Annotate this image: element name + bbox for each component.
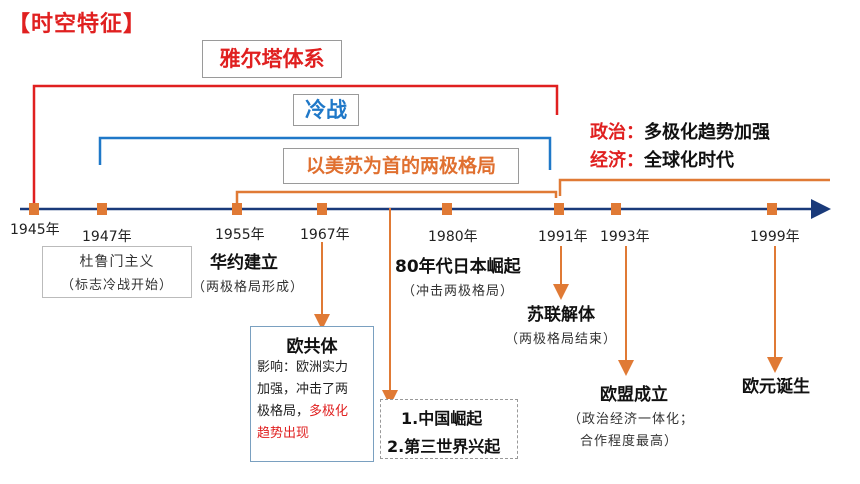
yalta-label: 雅尔塔体系 — [202, 40, 342, 78]
truman-sub: （标志冷战开始） — [60, 278, 173, 293]
year-1999: 1999年 — [750, 229, 800, 245]
ec-line4: 趋势出现 — [257, 426, 310, 441]
ec-line1: 影响：欧洲实力 — [257, 360, 349, 375]
truman-title: 杜鲁门主义 — [79, 254, 155, 270]
eu-title: 欧盟成立 — [600, 385, 668, 405]
year-1947: 1947年 — [82, 229, 132, 245]
year-1955: 1955年 — [215, 227, 265, 243]
japan-title: 80年代日本崛起 — [395, 257, 521, 277]
coldwar-bracket — [98, 136, 552, 170]
bipolar-bracket — [235, 190, 558, 206]
ussr-sub: （两极格局结束） — [505, 332, 618, 347]
marker-1993 — [611, 203, 621, 215]
eu-sub1: （政治经济一体化； — [568, 412, 695, 427]
eu-sub2: 合作程度最高） — [580, 434, 679, 449]
marker-1967 — [317, 203, 327, 215]
economy-note: 经济：全球化时代 — [590, 146, 734, 172]
coldwar-label: 冷战 — [293, 94, 359, 126]
year-1980: 1980年 — [428, 229, 478, 245]
japan-sub: （冲击两极格局） — [402, 284, 515, 299]
economy-text: 全球化时代 — [644, 150, 734, 171]
china-line1: 1.中国崛起 — [401, 409, 483, 428]
warsaw-title: 华约建立 — [210, 253, 278, 273]
marker-1999 — [767, 203, 777, 215]
ec-box: 欧共体 影响：欧洲实力 加强，冲击了两 极格局，多极化 趋势出现 — [250, 326, 374, 462]
marker-1980 — [442, 203, 452, 215]
ec-line3a: 极格局， — [257, 404, 310, 419]
ec-title: 欧共体 — [286, 337, 338, 357]
year-1945: 1945年 — [10, 222, 60, 238]
politics-label: 政治： — [590, 122, 644, 143]
politics-note: 政治：多极化趋势加强 — [590, 118, 770, 144]
marker-1945 — [29, 203, 39, 215]
ec-line2: 加强，冲击了两 — [257, 382, 349, 397]
marker-1991 — [554, 203, 564, 215]
china-line2: 2.第三世界兴起 — [387, 437, 501, 456]
china-box: 1.中国崛起 2.第三世界兴起 — [380, 399, 518, 459]
ec-line3b: 多极化 — [309, 404, 349, 419]
economy-label: 经济： — [590, 150, 644, 171]
marker-1955 — [232, 203, 242, 215]
year-1993: 1993年 — [600, 229, 650, 245]
year-1967: 1967年 — [300, 227, 350, 243]
truman-box: 杜鲁门主义 （标志冷战开始） — [42, 246, 192, 298]
marker-1947 — [97, 203, 107, 215]
warsaw-sub: （两极格局形成） — [192, 280, 305, 295]
post-1991-line — [558, 178, 830, 196]
euro-title: 欧元诞生 — [742, 377, 810, 397]
yalta-bracket — [32, 84, 559, 208]
section-title: 【时空特征】 — [8, 12, 147, 37]
year-1991: 1991年 — [538, 229, 588, 245]
politics-text: 多极化趋势加强 — [644, 122, 770, 143]
ussr-title: 苏联解体 — [527, 305, 595, 325]
bipolar-label: 以美苏为首的两极格局 — [283, 148, 519, 184]
